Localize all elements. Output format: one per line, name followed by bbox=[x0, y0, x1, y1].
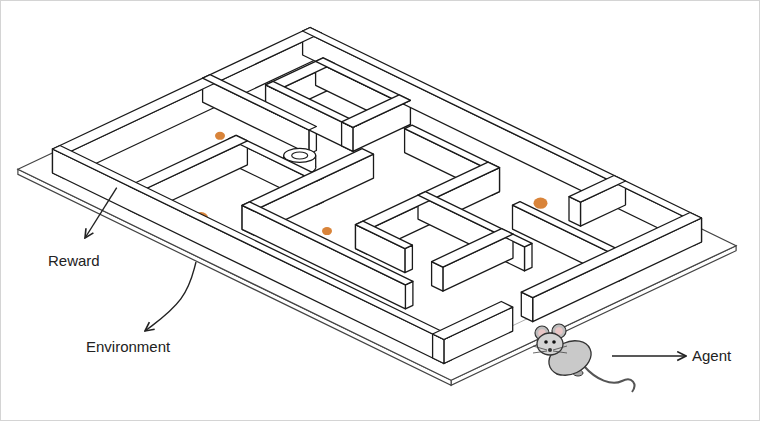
mouse-tail bbox=[584, 366, 634, 392]
wall-side bbox=[303, 31, 702, 246]
wall-top bbox=[513, 202, 627, 257]
wall-top bbox=[303, 28, 702, 222]
wall-face bbox=[303, 31, 694, 246]
wall-top bbox=[53, 146, 452, 340]
wall-face bbox=[533, 218, 702, 322]
wall-sides bbox=[53, 31, 702, 364]
wall-top bbox=[356, 221, 413, 249]
wall-face bbox=[53, 149, 444, 364]
wall-tops bbox=[53, 28, 702, 340]
wall-side bbox=[521, 218, 701, 322]
leader-arrow bbox=[612, 355, 686, 356]
wall-face bbox=[405, 245, 413, 273]
mouse-nose bbox=[548, 348, 552, 352]
leader-lines bbox=[85, 188, 686, 356]
ring-hole bbox=[292, 152, 308, 159]
wall-top bbox=[242, 202, 413, 285]
reward-pellet bbox=[534, 198, 548, 209]
wall-top bbox=[569, 176, 626, 203]
callout-label: Environment bbox=[86, 338, 170, 356]
wall-top bbox=[418, 192, 532, 247]
callout-label: Agent bbox=[692, 347, 731, 365]
wall-top bbox=[242, 149, 373, 211]
mouse-whiskers bbox=[533, 346, 567, 353]
wall-side bbox=[53, 149, 452, 364]
mouse-eye bbox=[544, 340, 548, 344]
mouse-eye bbox=[552, 340, 556, 344]
wall-top bbox=[432, 229, 513, 268]
callout-label: Reward bbox=[48, 252, 100, 270]
wall-top bbox=[203, 75, 317, 130]
leader-arrow bbox=[145, 262, 196, 331]
mouse-agent bbox=[533, 324, 634, 392]
leader-arrow bbox=[85, 188, 117, 238]
wall-face bbox=[525, 243, 533, 271]
reward-pellet bbox=[322, 227, 332, 235]
wall-top bbox=[521, 213, 701, 298]
wall-top bbox=[342, 95, 411, 128]
wall-top bbox=[129, 135, 248, 191]
wall-face bbox=[405, 281, 413, 309]
reward-pellet bbox=[215, 132, 225, 140]
wall-top bbox=[433, 302, 513, 340]
